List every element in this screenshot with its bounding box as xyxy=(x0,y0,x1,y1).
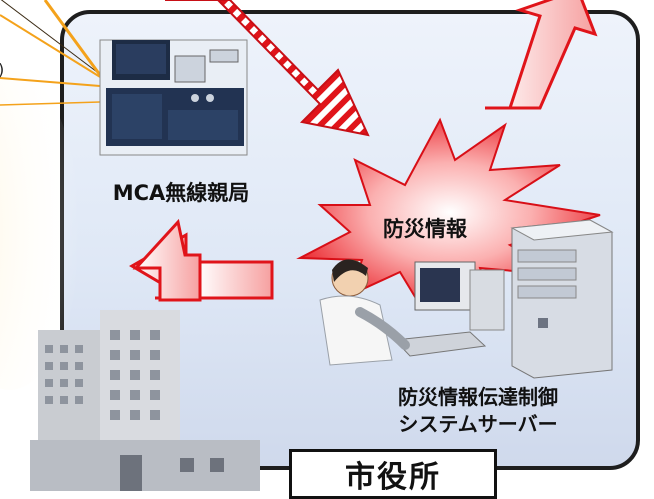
radio-beam-lines xyxy=(0,0,106,106)
city-hall-label: 市役所 xyxy=(345,460,441,495)
outgoing-arrow xyxy=(485,0,598,110)
uplink-arrow xyxy=(129,218,274,302)
mca-station-label: MCA無線親局 xyxy=(112,181,250,205)
operator-at-computer-icon xyxy=(319,259,505,366)
server-label-line2: システムサーバー xyxy=(398,412,558,436)
background-glow xyxy=(0,70,80,390)
office-building-icon xyxy=(30,310,260,491)
server-label-line1: 防災情報伝達制御 xyxy=(398,385,558,409)
server-tower-icon xyxy=(510,219,614,379)
server-label: 防災情報伝達制御 システムサーバー xyxy=(343,384,613,438)
incoming-arrow xyxy=(165,0,370,137)
partial-left-text: ) xyxy=(0,60,4,79)
disaster-info-label: 防災情報 xyxy=(383,217,467,241)
radio-station-icon xyxy=(99,39,248,156)
